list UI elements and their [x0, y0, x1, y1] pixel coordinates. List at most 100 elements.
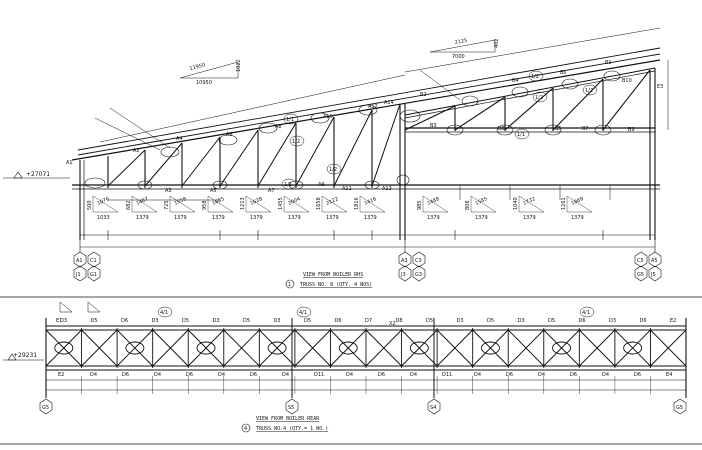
elevation-marker-truss8: +27071 [3, 171, 70, 179]
panel-diagonal-label: 1869 [570, 196, 584, 207]
ratio-tags-truss4 [157, 306, 595, 318]
panel-base-label: 1379 [326, 215, 339, 221]
truss-4-elevation [45, 301, 687, 398]
panel-base-label: 1379 [523, 215, 536, 221]
grid-bubble-label: S5 [288, 405, 294, 411]
member-label: B4 [512, 78, 519, 84]
slope-tag-right-b: 7000 [452, 54, 465, 60]
truss4-diagonal [223, 329, 260, 367]
member-label: A3 [165, 188, 172, 194]
member-label: E1 [56, 318, 62, 324]
panel-dim-triangle [518, 195, 545, 213]
member-label: D5 [304, 318, 311, 324]
slope-tag-left-a: 11950 [189, 62, 206, 72]
panel-height-label: 808 [465, 200, 471, 210]
slope-tag-left [179, 61, 239, 79]
panel-base-label: 1379 [571, 215, 584, 221]
member-label: B7 [582, 126, 589, 132]
member-label: A11 [342, 186, 352, 192]
panel-diagonal-label: 1585 [474, 196, 488, 207]
member-label: D3 [152, 318, 159, 324]
truss4-diagonal [401, 329, 438, 367]
panel-base-label: 1379 [288, 215, 301, 221]
panel-base-label: 1379 [427, 215, 440, 221]
caption-truss4: TRUSS NO.4 (QTY.= 1 NO.) [256, 426, 328, 432]
member-label: A10 [323, 114, 333, 120]
truss4-diagonal [579, 329, 616, 367]
panel-dim-triangle [245, 195, 272, 213]
member-label: D6 [634, 372, 641, 378]
truss4-diagonal [365, 329, 402, 367]
panel-diagonal-label: 2122 [325, 196, 339, 207]
ratio-tag: 1/2 [329, 167, 337, 173]
connection-detail [338, 341, 358, 355]
member-label: D5 [548, 318, 555, 324]
member-label: B8 [498, 126, 505, 132]
truss4-diagonal [294, 329, 331, 367]
member-label: D4 [154, 372, 161, 378]
slope-tag-left-b: 10950 [196, 80, 212, 86]
panel-dim-triangle [470, 195, 497, 213]
grid-bubble-label: G5 [637, 272, 644, 278]
member-label: E2 [670, 318, 676, 324]
truss4-diagonal [259, 329, 296, 367]
member-label: D11 [314, 372, 324, 378]
truss4-diagonal [116, 329, 153, 367]
member-label: D6 [122, 372, 129, 378]
ratio-tag: 4/1 [160, 310, 168, 316]
panel-diagonal-label: 1076 [96, 196, 110, 207]
member-label: D4 [218, 372, 225, 378]
panel-height-label: 985 [417, 200, 423, 210]
panel-base-label: 1379 [250, 215, 263, 221]
member-label: D4 [90, 372, 97, 378]
ratio-tag: 1/1 [286, 117, 294, 123]
panel-dim-triangle [92, 195, 119, 213]
panel-height-label: 1040 [513, 197, 519, 210]
connection-detail [267, 341, 287, 355]
panel-height-label: 1261 [561, 197, 567, 210]
panel-base-label: 1379 [136, 215, 149, 221]
connection-detail [409, 341, 429, 355]
truss4-diagonal [650, 329, 687, 367]
panel-diagonal-label: 1467 [135, 196, 149, 207]
panel-base-label: 1379 [212, 215, 225, 221]
member-label: D6 [250, 372, 257, 378]
member-label: E3 [657, 84, 663, 90]
member-label: D3 [60, 318, 67, 324]
member-label: D6 [121, 318, 128, 324]
panel-height-label: 682 [126, 200, 132, 210]
panel-diagonal-label: 1685 [211, 196, 225, 207]
member-label: E4 [666, 372, 672, 378]
ratio-tag: 1/2 [531, 74, 539, 80]
member-label: D3 [213, 318, 220, 324]
panel-diagonal-label: 1732 [522, 196, 536, 207]
panel-height-label: 1816 [354, 197, 360, 210]
member-label: D6 [579, 318, 586, 324]
grid-bubble-label: A1 [76, 258, 83, 264]
member-label: D6 [640, 318, 647, 324]
member-label: B10 [622, 78, 632, 84]
elevation-label: +29231 [13, 352, 37, 359]
ratio-tag: 1/1 [284, 182, 292, 188]
caption-number: 1 [288, 282, 291, 288]
member-label: E2 [58, 372, 64, 378]
member-label: B2 [420, 92, 427, 98]
member-label: A2 [133, 148, 140, 154]
member-label: A6 [226, 132, 233, 138]
connection-detail [552, 341, 572, 355]
truss-8-elevation [71, 27, 669, 252]
grid-bubble-label: C5 [637, 258, 644, 264]
grid-bubble-label: G3 [415, 272, 422, 278]
grid-bubble-label: A5 [651, 258, 658, 264]
member-label: B3 [430, 123, 437, 129]
panel-dim-triangle [283, 195, 310, 213]
caption-number: 4 [244, 426, 247, 432]
connection-detail [623, 341, 643, 355]
ratio-tag: 1/2 [292, 139, 300, 145]
panel-diagonal-label: 2004 [287, 196, 301, 207]
view-title-truss8: VIEW FROM BOILER RHS [303, 272, 363, 278]
truss4-diagonal [152, 329, 189, 367]
elevation-label: +27071 [26, 171, 50, 178]
